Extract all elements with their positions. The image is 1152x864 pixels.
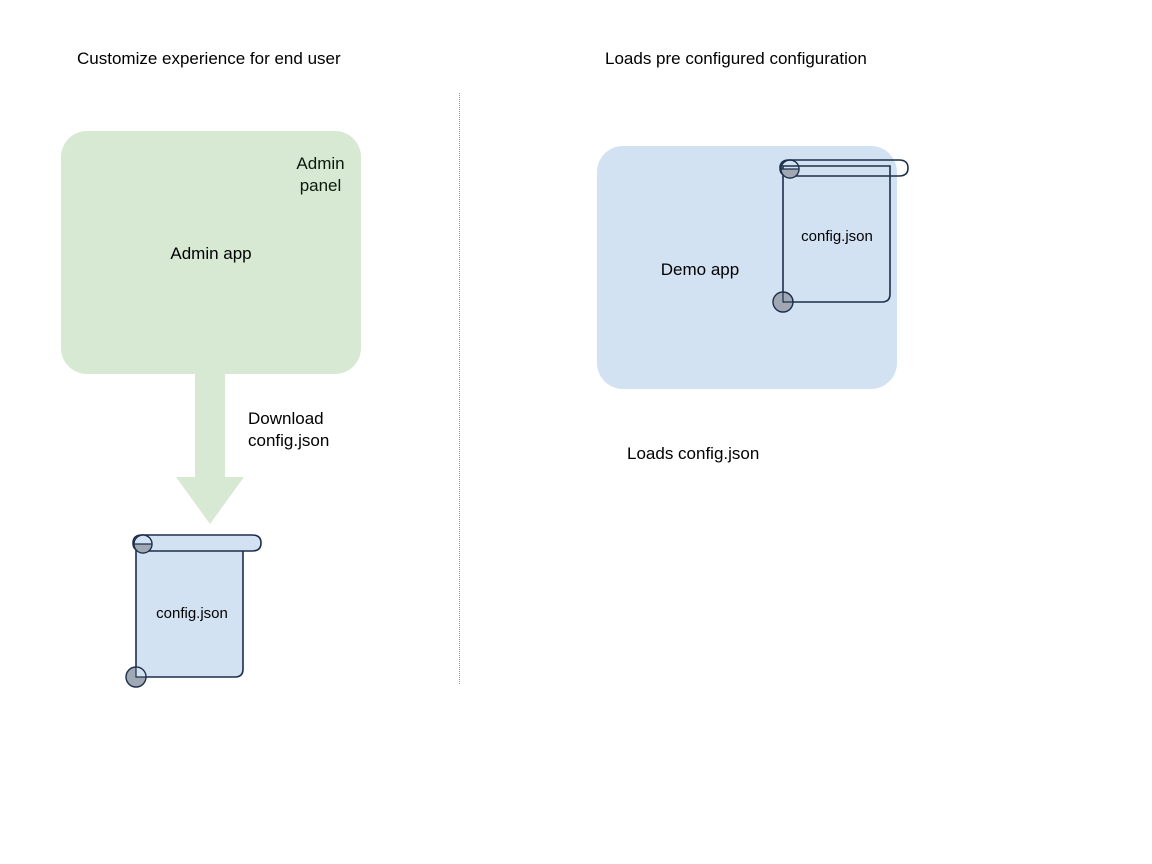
panel-divider [459,93,460,684]
download-arrow [176,372,244,524]
document-body [782,165,891,303]
download-arrow-label-line2: config.json [248,431,330,450]
download-arrow-shape [176,372,244,524]
document-bottom-curl-wedge [135,666,147,678]
left-config-document[interactable] [118,525,273,695]
document-top-roll [779,159,909,177]
download-arrow-label-line1: Download [248,409,324,428]
document-body [135,540,244,678]
demo-app-label: Demo app [660,260,740,279]
document-bottom-curl-wedge [782,291,794,303]
admin-panel-chip[interactable]: Admin panel [296,154,345,195]
demo-app-box[interactable] [597,146,897,389]
admin-app-label: Admin app [170,244,252,263]
document-top-roll [132,534,262,552]
document-top-curl-wedge [780,168,800,179]
admin-app-box[interactable] [61,131,361,374]
right-config-document-label: config.json [801,228,873,245]
left-panel-title: Customize experience for end user [77,49,341,68]
left-config-document-label: config.json [156,605,228,622]
right-config-document[interactable] [765,150,920,320]
right-panel-title: Loads pre configured configuration [605,49,867,68]
document-top-curl-wedge [133,543,153,554]
right-panel-caption: Loads config.json [627,444,760,463]
